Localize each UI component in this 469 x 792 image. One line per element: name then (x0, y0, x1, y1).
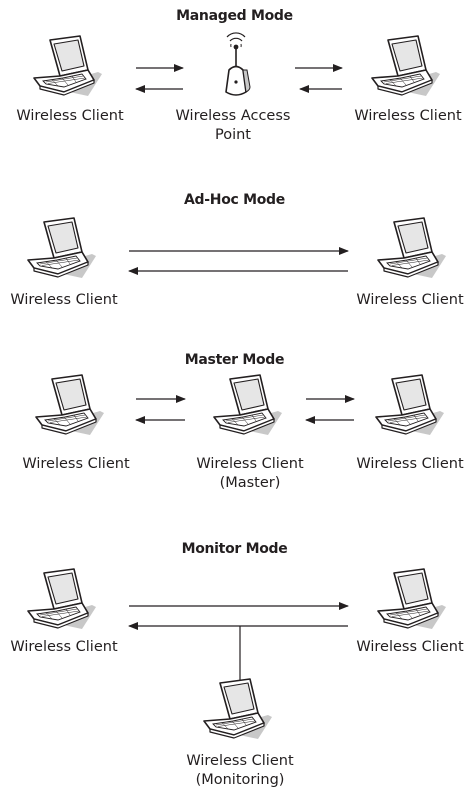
managed-right-client-label: Wireless Client (354, 108, 462, 124)
monitor-left-client-label: Wireless Client (10, 639, 118, 655)
access-point-label-line2: Point (214, 127, 252, 143)
laptop-icon (32, 373, 106, 437)
master-mode-title: Master Mode (184, 352, 285, 368)
laptop-icon (374, 216, 448, 280)
laptop-icon (374, 567, 448, 631)
master-center-client-label-line1: Wireless Client (196, 456, 304, 472)
laptop-icon (30, 34, 104, 98)
access-point-label-line1: Wireless Access (175, 108, 291, 124)
master-center-client-label-line2: (Master) (219, 475, 281, 491)
adhoc-right-client-label: Wireless Client (356, 292, 464, 308)
monitor-right-client-label: Wireless Client (356, 639, 464, 655)
managed-left-client-label: Wireless Client (16, 108, 124, 124)
monitoring-client-label-line2: (Monitoring) (195, 772, 285, 788)
adhoc-left-client-label: Wireless Client (10, 292, 118, 308)
managed-mode-title: Managed Mode (176, 8, 293, 24)
laptop-icon (210, 373, 284, 437)
laptop-icon (24, 216, 98, 280)
monitor-mode-title: Monitor Mode (181, 541, 288, 557)
laptop-icon (24, 567, 98, 631)
wireless-access-point-icon (216, 30, 256, 100)
laptop-icon (368, 34, 442, 98)
master-right-client-label: Wireless Client (356, 456, 464, 472)
master-left-client-label: Wireless Client (22, 456, 130, 472)
laptop-icon (372, 373, 446, 437)
laptop-icon (200, 677, 274, 741)
monitoring-client-label-line1: Wireless Client (186, 753, 294, 769)
adhoc-mode-title: Ad-Hoc Mode (184, 192, 285, 208)
